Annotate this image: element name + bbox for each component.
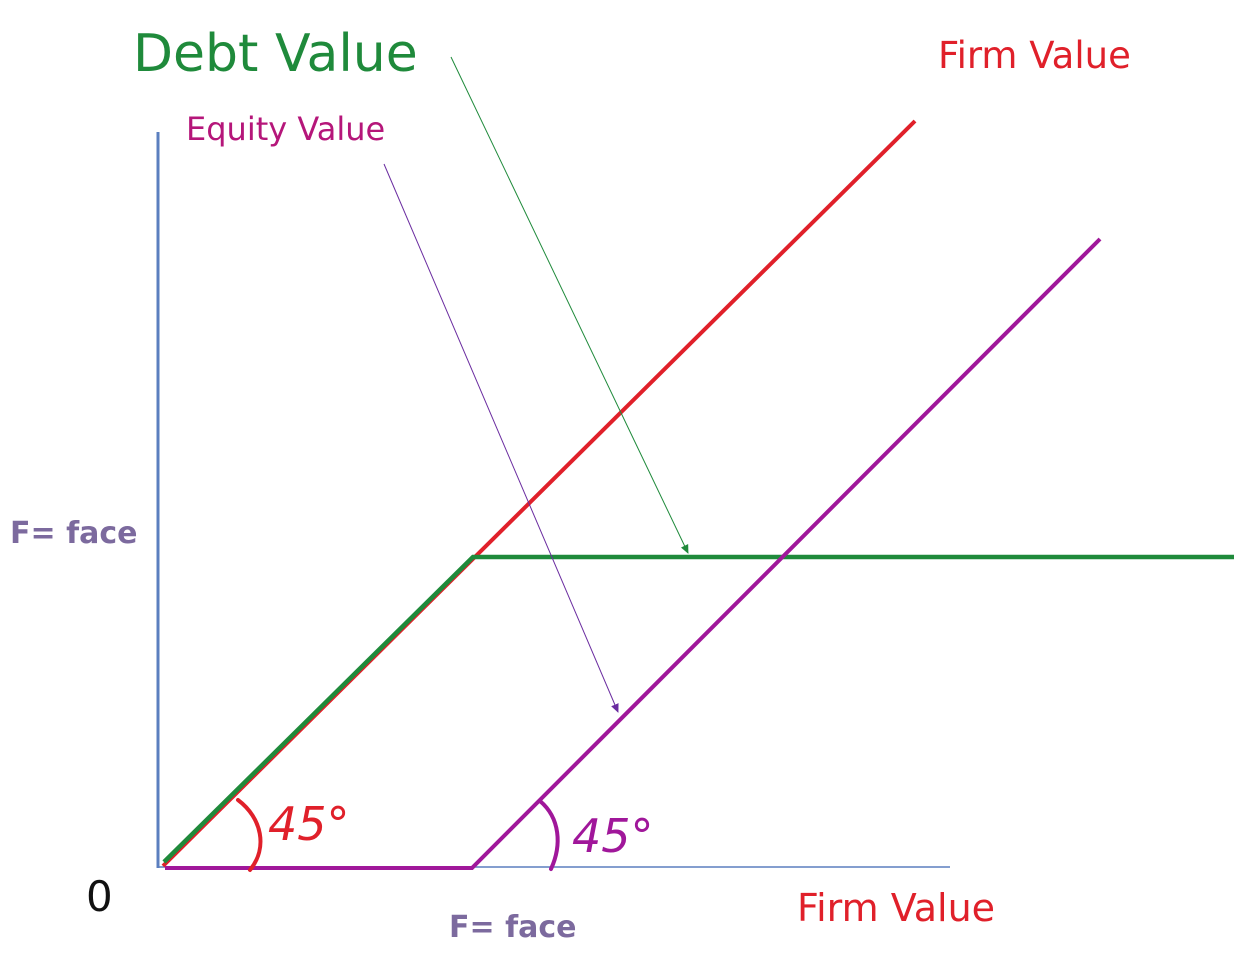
equity-value-label: Equity Value [186, 110, 386, 148]
debt-value-arrow [450, 56, 689, 554]
angle-label-right: 45° [572, 809, 654, 863]
origin-label: 0 [86, 872, 113, 921]
angle-arc-left [236, 798, 263, 872]
angle-arc-right [538, 799, 560, 871]
equity-value-line [165, 237, 1102, 870]
equity-value-arrow [383, 163, 619, 713]
angle-label-left: 45° [268, 797, 350, 851]
debt-value-label: Debt Value [133, 24, 418, 84]
x-axis-label: Firm Value [797, 886, 996, 930]
firm-value-line-label: Firm Value [938, 34, 1131, 77]
debt-value-line [162, 554, 1234, 864]
face-value-x-label: F= face [449, 910, 577, 945]
face-value-y-label: F= face [10, 516, 138, 551]
